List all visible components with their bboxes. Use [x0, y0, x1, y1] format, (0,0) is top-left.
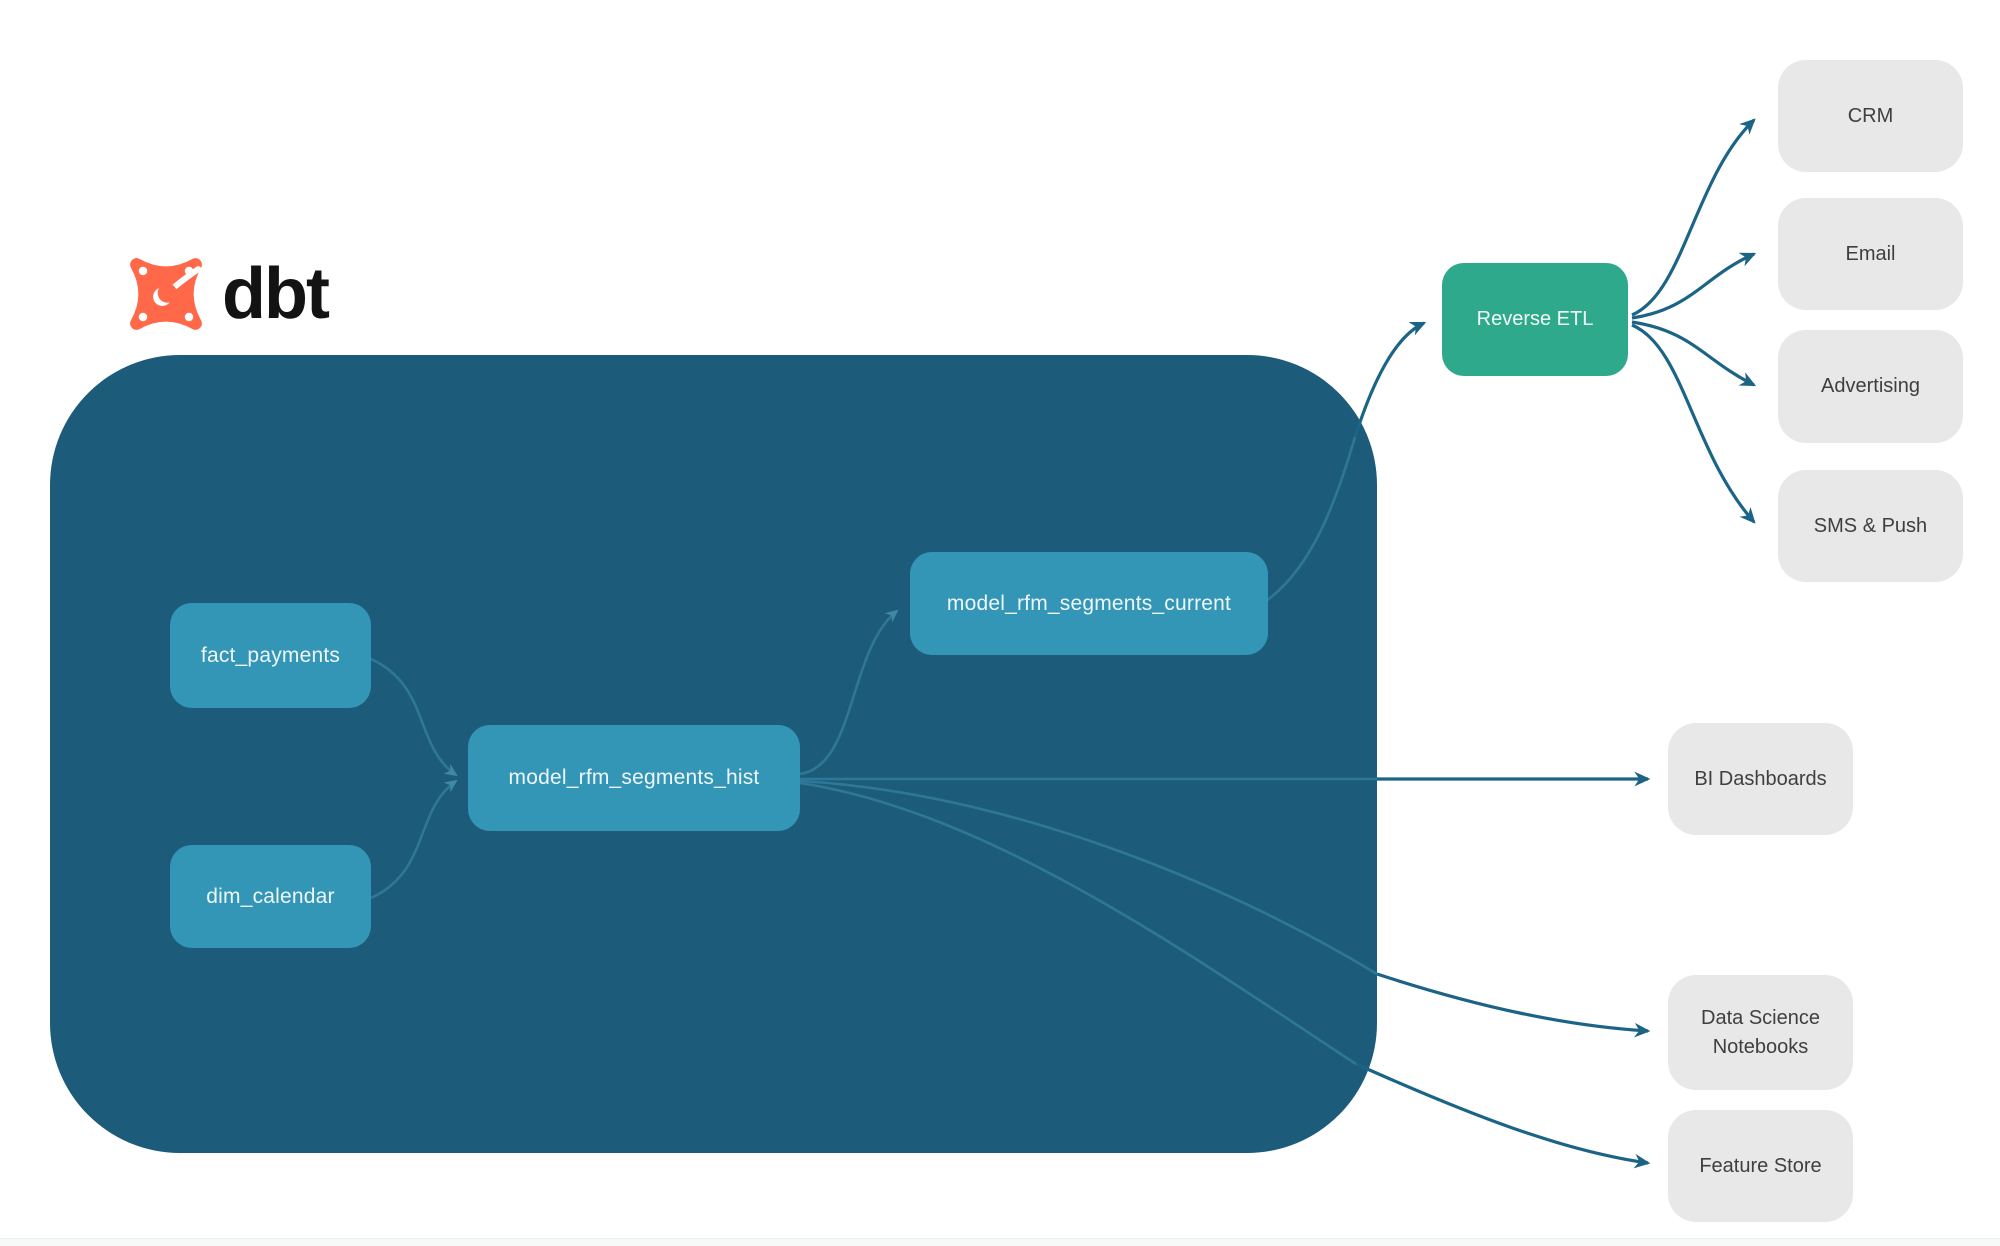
node-bi-dashboards-label: BI Dashboards	[1694, 767, 1827, 790]
node-model-rfm-segments-current-label: model_rfm_segments_current	[946, 591, 1232, 615]
edge-reverse-etl-to-email	[1631, 252, 1757, 320]
edge-reverse-etl-to-crm	[1631, 118, 1756, 317]
node-feature-store-label: Feature Store	[1699, 1154, 1822, 1177]
node-fact-payments: fact_payments	[170, 603, 371, 708]
node-email: Email	[1778, 198, 1963, 310]
node-advertising: Advertising	[1778, 330, 1963, 443]
node-reverse-etl-label: Reverse ETL	[1476, 308, 1594, 330]
node-model-rfm-segments-hist-label: model_rfm_segments_hist	[508, 766, 760, 789]
node-dim-calendar: dim_calendar	[170, 845, 371, 948]
edge-hist-to-feature-store	[1355, 1062, 1651, 1169]
node-data-science-notebooks: Data Science Notebooks	[1668, 975, 1853, 1090]
edge-hist-to-data-science	[1376, 972, 1651, 1038]
node-data-science-notebooks-label: Data Science Notebooks	[1701, 1006, 1820, 1058]
node-fact-payments-label: fact_payments	[200, 643, 341, 667]
node-sms-push: SMS & Push	[1778, 470, 1963, 582]
edge-current-to-reverse-etl	[1353, 321, 1427, 438]
node-reverse-etl: Reverse ETL	[1442, 263, 1628, 376]
node-advertising-label: Advertising	[1821, 375, 1920, 397]
dbt-logo-icon	[130, 258, 202, 330]
dbt-logo: dbt	[120, 248, 330, 340]
edge-reverse-etl-to-advertising	[1631, 320, 1757, 387]
edge-reverse-etl-to-sms-push	[1631, 323, 1756, 524]
node-model-rfm-segments-current: model_rfm_segments_current	[910, 552, 1268, 655]
node-bi-dashboards: BI Dashboards	[1668, 723, 1853, 835]
node-dim-calendar-label: dim_calendar	[206, 884, 335, 908]
bottom-edge-strip	[0, 1238, 2000, 1246]
node-email-label: Email	[1845, 242, 1896, 265]
node-feature-store: Feature Store	[1668, 1110, 1853, 1222]
node-crm: CRM	[1778, 60, 1963, 172]
dbt-logo-text: dbt	[222, 254, 330, 334]
node-sms-push-label: SMS & Push	[1813, 514, 1928, 537]
node-crm-label: CRM	[1847, 104, 1894, 127]
node-model-rfm-segments-hist: model_rfm_segments_hist	[468, 725, 800, 831]
